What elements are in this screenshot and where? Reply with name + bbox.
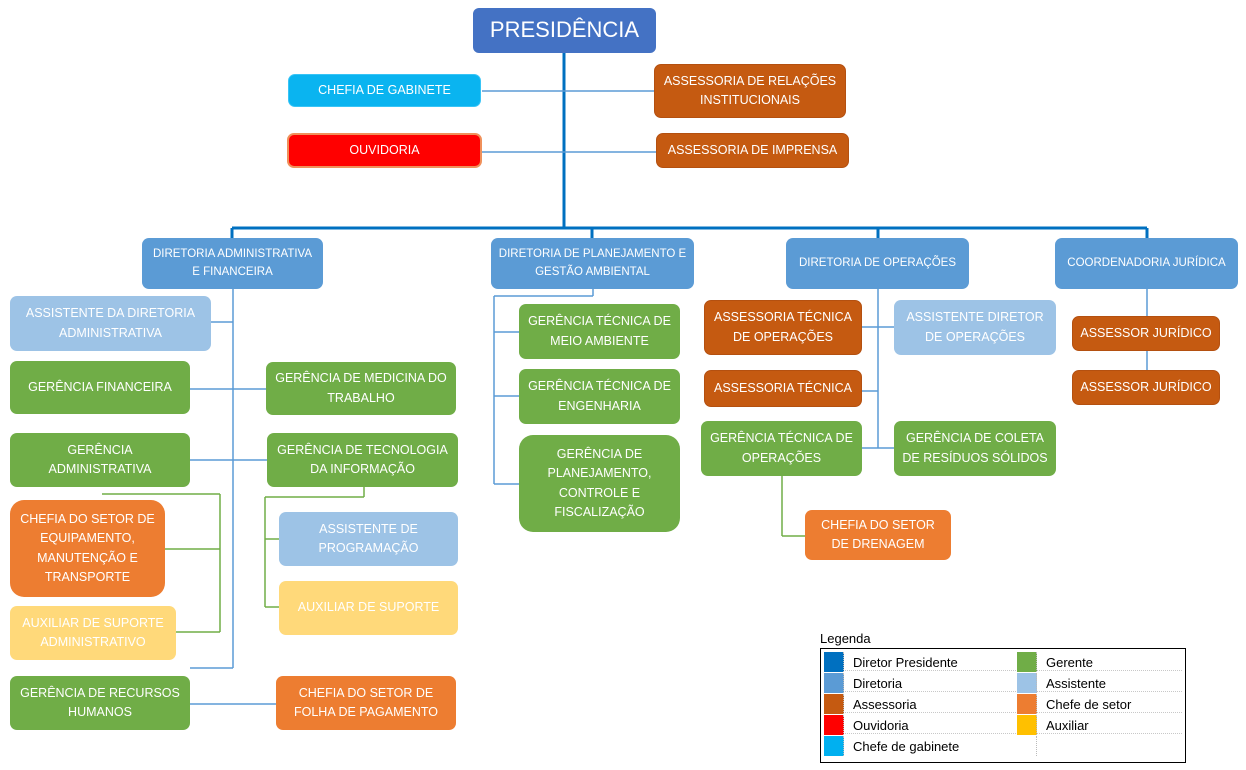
gerencia-financeira-box[interactable]: GERÊNCIA FINANCEIRA	[10, 361, 190, 414]
legend-label: Gerente	[1046, 654, 1093, 670]
legend-label: Assistente	[1046, 675, 1106, 691]
assistente-diretoria-adm-box[interactable]: ASSISTENTE DA DIRETORIA ADMINISTRATIVA	[10, 296, 211, 351]
legend-swatch	[824, 715, 844, 735]
assessoria-relacoes-box[interactable]: ASSESSORIA DE RELAÇÕES INSTITUCIONAIS	[654, 64, 846, 118]
assessor-juridico-2-box[interactable]: ASSESSOR JURÍDICO	[1072, 370, 1220, 405]
legend-swatch	[824, 736, 844, 756]
assistente-diretor-operacoes-box[interactable]: ASSISTENTE DIRETOR DE OPERAÇÕES	[894, 300, 1056, 355]
coordenadoria-juridica-box[interactable]: COORDENADORIA JURÍDICA	[1055, 238, 1238, 289]
assessoria-tecnica-operacoes-box[interactable]: ASSESSORIA TÉCNICA DE OPERAÇÕES	[704, 300, 862, 355]
legend-label: Assessoria	[853, 696, 917, 712]
legend-swatch	[1017, 715, 1037, 735]
assistente-programacao-box[interactable]: ASSISTENTE DE PROGRAMAÇÃO	[279, 512, 458, 566]
legend-title: Legenda	[820, 631, 871, 646]
legend-item-chefe-setor: Chefe de setor	[1017, 694, 1131, 714]
legend-label: Ouvidoria	[853, 717, 909, 733]
assessoria-imprensa-box[interactable]: ASSESSORIA DE IMPRENSA	[656, 133, 849, 168]
chefia-folha-pagamento-box[interactable]: CHEFIA DO SETOR DE FOLHA DE PAGAMENTO	[276, 676, 456, 730]
legend-item-gerente: Gerente	[1017, 652, 1093, 672]
legend-swatch	[1017, 673, 1037, 693]
auxiliar-suporte-box[interactable]: AUXILIAR DE SUPORTE	[279, 581, 458, 635]
gerencia-ti-box[interactable]: GERÊNCIA DE TECNOLOGIA DA INFORMAÇÃO	[267, 433, 458, 487]
presidencia-box[interactable]: PRESIDÊNCIA	[473, 8, 656, 53]
legend-item-assessoria: Assessoria	[824, 694, 917, 714]
gerencia-planejamento-box[interactable]: GERÊNCIA DE PLANEJAMENTO, CONTROLE E FIS…	[519, 435, 680, 532]
legend-item-ouvidoria: Ouvidoria	[824, 715, 909, 735]
legend-swatch	[824, 652, 844, 672]
legend-swatch	[824, 694, 844, 714]
legend-label: Diretoria	[853, 675, 903, 691]
legend-table: Diretor Presidente Gerente Diretoria Ass…	[820, 648, 1186, 763]
chefia-drenagem-box[interactable]: CHEFIA DO SETOR DE DRENAGEM	[805, 510, 951, 560]
legend-item-diretor-presidente: Diretor Presidente	[824, 652, 958, 672]
legend-swatch	[1017, 652, 1037, 672]
legend-label: Diretor Presidente	[853, 654, 958, 670]
ouvidoria-box[interactable]: OUVIDORIA	[287, 133, 482, 168]
gerencia-administrativa-box[interactable]: GERÊNCIA ADMINISTRATIVA	[10, 433, 190, 487]
legend-item-auxiliar: Auxiliar	[1017, 715, 1089, 735]
diretoria-administrativa-box[interactable]: DIRETORIA ADMINISTRATIVA E FINANCEIRA	[142, 238, 323, 289]
assessoria-tecnica-box[interactable]: ASSESSORIA TÉCNICA	[704, 370, 862, 407]
legend-label: Chefe de setor	[1046, 696, 1132, 712]
gerencia-meio-ambiente-box[interactable]: GERÊNCIA TÉCNICA DE MEIO AMBIENTE	[519, 304, 680, 359]
gerencia-coleta-box[interactable]: GERÊNCIA DE COLETA DE RESÍDUOS SÓLIDOS	[894, 421, 1056, 476]
legend-item-assistente: Assistente	[1017, 673, 1106, 693]
legend-label: Auxiliar	[1046, 717, 1089, 733]
legend-swatch	[1017, 694, 1037, 714]
legend-label: Chefe de gabinete	[853, 738, 960, 754]
gerencia-medicina-box[interactable]: GERÊNCIA DE MEDICINA DO TRABALHO	[266, 362, 456, 415]
assessor-juridico-1-box[interactable]: ASSESSOR JURÍDICO	[1072, 316, 1220, 351]
gerencia-tecnica-operacoes-box[interactable]: GERÊNCIA TÉCNICA DE OPERAÇÕES	[701, 421, 862, 476]
diretoria-planejamento-box[interactable]: DIRETORIA DE PLANEJAMENTO E GESTÃO AMBIE…	[491, 238, 694, 289]
gerencia-recursos-humanos-box[interactable]: GERÊNCIA DE RECURSOS HUMANOS	[10, 676, 190, 730]
gerencia-engenharia-box[interactable]: GERÊNCIA TÉCNICA DE ENGENHARIA	[519, 369, 680, 424]
legend-swatch	[824, 673, 844, 693]
legend-item-chefe-gabinete: Chefe de gabinete	[824, 736, 959, 756]
legend-item-empty	[1017, 736, 1037, 756]
chefia-equipamento-box[interactable]: CHEFIA DO SETOR DE EQUIPAMENTO, MANUTENÇ…	[10, 500, 165, 597]
chefia-gabinete-box[interactable]: CHEFIA DE GABINETE	[288, 74, 481, 107]
auxiliar-suporte-adm-box[interactable]: AUXILIAR DE SUPORTE ADMINISTRATIVO	[10, 606, 176, 660]
diretoria-operacoes-box[interactable]: DIRETORIA DE OPERAÇÕES	[786, 238, 969, 289]
legend-item-diretoria: Diretoria	[824, 673, 902, 693]
legend: Legenda Diretor Presidente Gerente Diret…	[820, 630, 1188, 766]
legend-swatch	[1017, 736, 1037, 756]
